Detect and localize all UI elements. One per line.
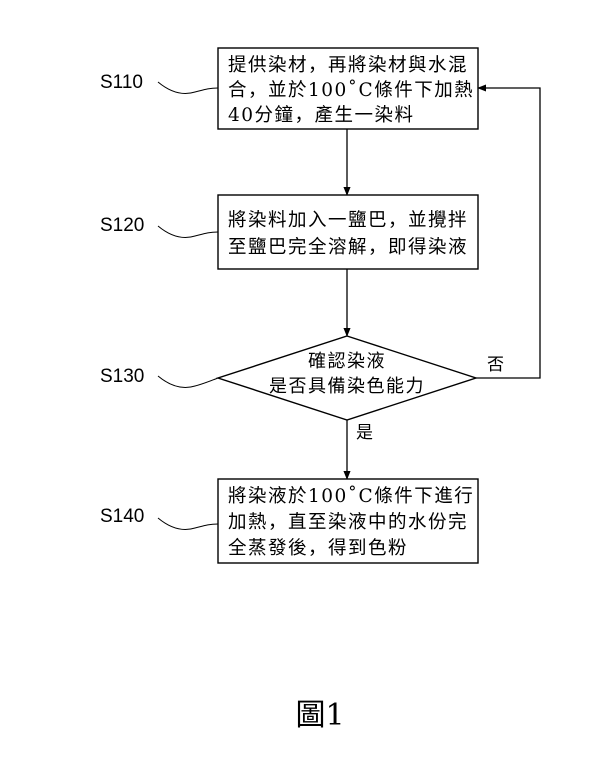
step-label-s110: S110: [100, 72, 143, 93]
step-text-s120-line2: 至鹽巴完全溶解，即得染液: [228, 237, 468, 258]
process-box-s120: [217, 194, 479, 270]
step-text-s110-line1: 提供染材，再將染材與水混: [228, 55, 468, 76]
leader-s140: [157, 517, 219, 531]
step-label-s120: S120: [100, 215, 144, 236]
leader-s120: [157, 225, 219, 239]
figure-label: 圖1: [295, 698, 344, 733]
branch-label-yes: 是: [356, 423, 373, 443]
leader-s110: [157, 81, 219, 95]
step-text-s130-line1: 確認染液: [308, 351, 386, 372]
step-text-s110-line2: 合，並於100˚C條件下加熱: [228, 79, 474, 101]
step-text-s130-line2: 是否具備染色能力: [269, 376, 425, 397]
arrow-no-loop: [476, 84, 541, 379]
step-text-s140-line1: 將染液於100˚C條件下進行: [228, 485, 474, 507]
step-label-s140: S140: [100, 506, 144, 527]
process-box-s110: [217, 47, 479, 130]
leader-s130: [157, 375, 219, 389]
process-box-s140: [217, 478, 479, 564]
branch-label-no: 否: [487, 355, 504, 375]
step-text-s110-line3: 40分鐘，產生一染料: [228, 105, 415, 126]
step-text-s140-line2: 加熱，直至染液中的水份完: [228, 512, 468, 533]
step-text-s140-line3: 全蒸發後，得到色粉: [228, 538, 408, 559]
step-label-s130: S130: [100, 366, 144, 387]
step-text-s120-line1: 將染料加入一鹽巴，並攪拌: [228, 210, 468, 231]
